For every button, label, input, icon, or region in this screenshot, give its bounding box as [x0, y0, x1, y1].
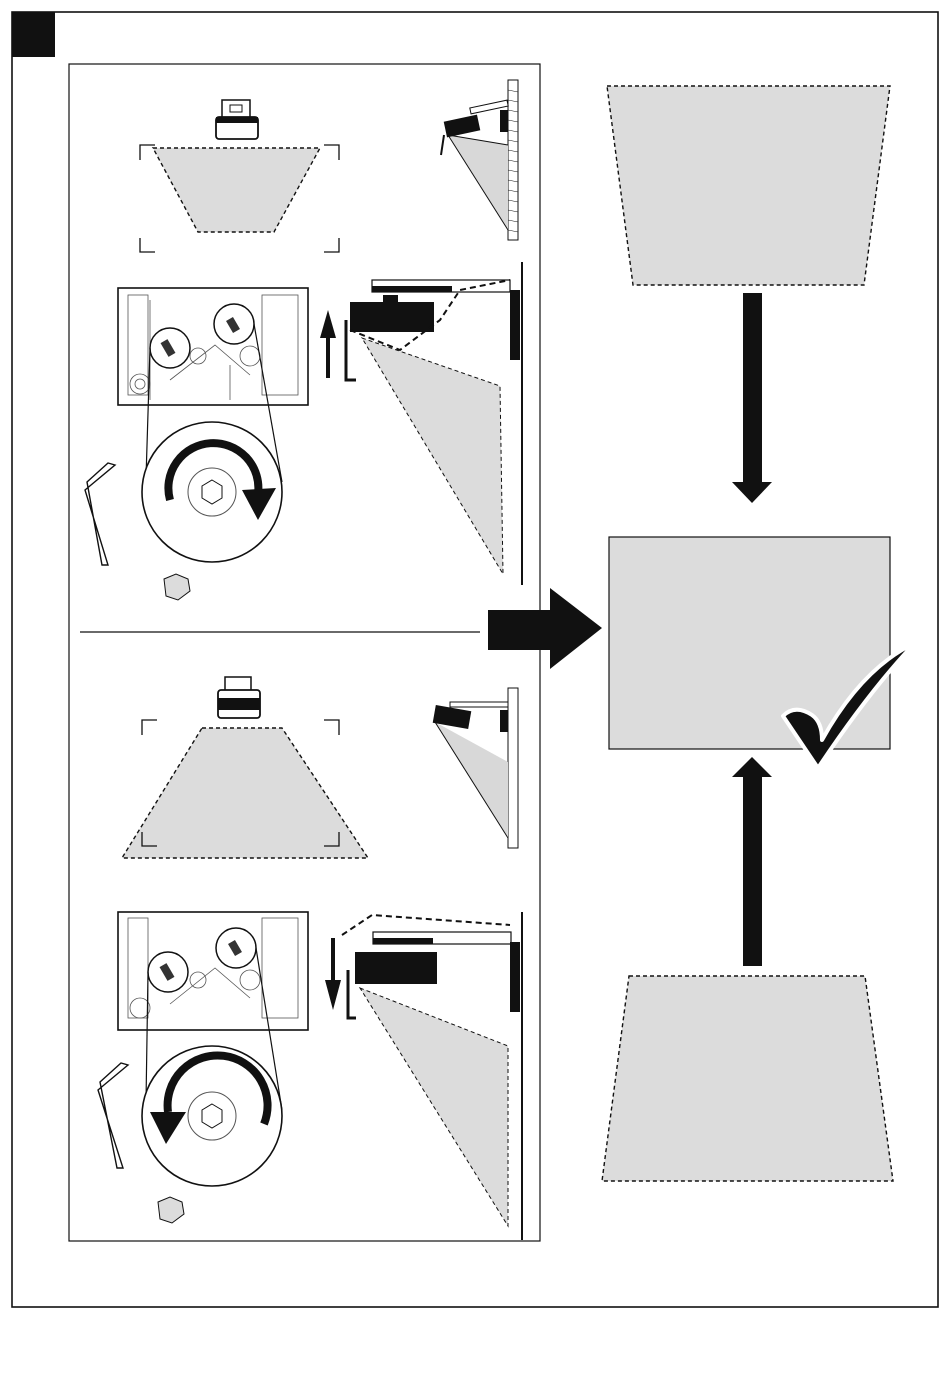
- projector-icon: [216, 100, 258, 139]
- tilt-up-arrow: [320, 310, 336, 378]
- hex-screw-zoom: [142, 1046, 282, 1186]
- result-keystone-bottom: [602, 976, 893, 1181]
- projector-icon: [218, 677, 260, 718]
- hex-nut-icon: [164, 574, 190, 600]
- side-view-small: [433, 688, 518, 848]
- result-keystone-top: [607, 86, 890, 285]
- side-view-small: [441, 80, 518, 240]
- keystone-narrow-bottom: [153, 148, 320, 232]
- hex-nut-icon: [158, 1197, 184, 1223]
- upper-adjustment: [85, 80, 522, 600]
- tilt-down-arrow: [325, 938, 341, 1010]
- arrow-down-to-result: [732, 293, 772, 503]
- result-arrow: [488, 588, 602, 669]
- lower-adjustment: [98, 677, 522, 1240]
- side-view-large-down: [342, 912, 522, 1240]
- step-marker: [12, 12, 55, 57]
- allen-key-icon: [98, 1063, 128, 1168]
- hex-screw-zoom: [142, 422, 282, 562]
- allen-key-icon: [85, 463, 115, 565]
- arrow-up-to-result: [732, 757, 772, 966]
- keystone-wide-bottom: [122, 728, 368, 858]
- side-view-large-up: [346, 262, 522, 585]
